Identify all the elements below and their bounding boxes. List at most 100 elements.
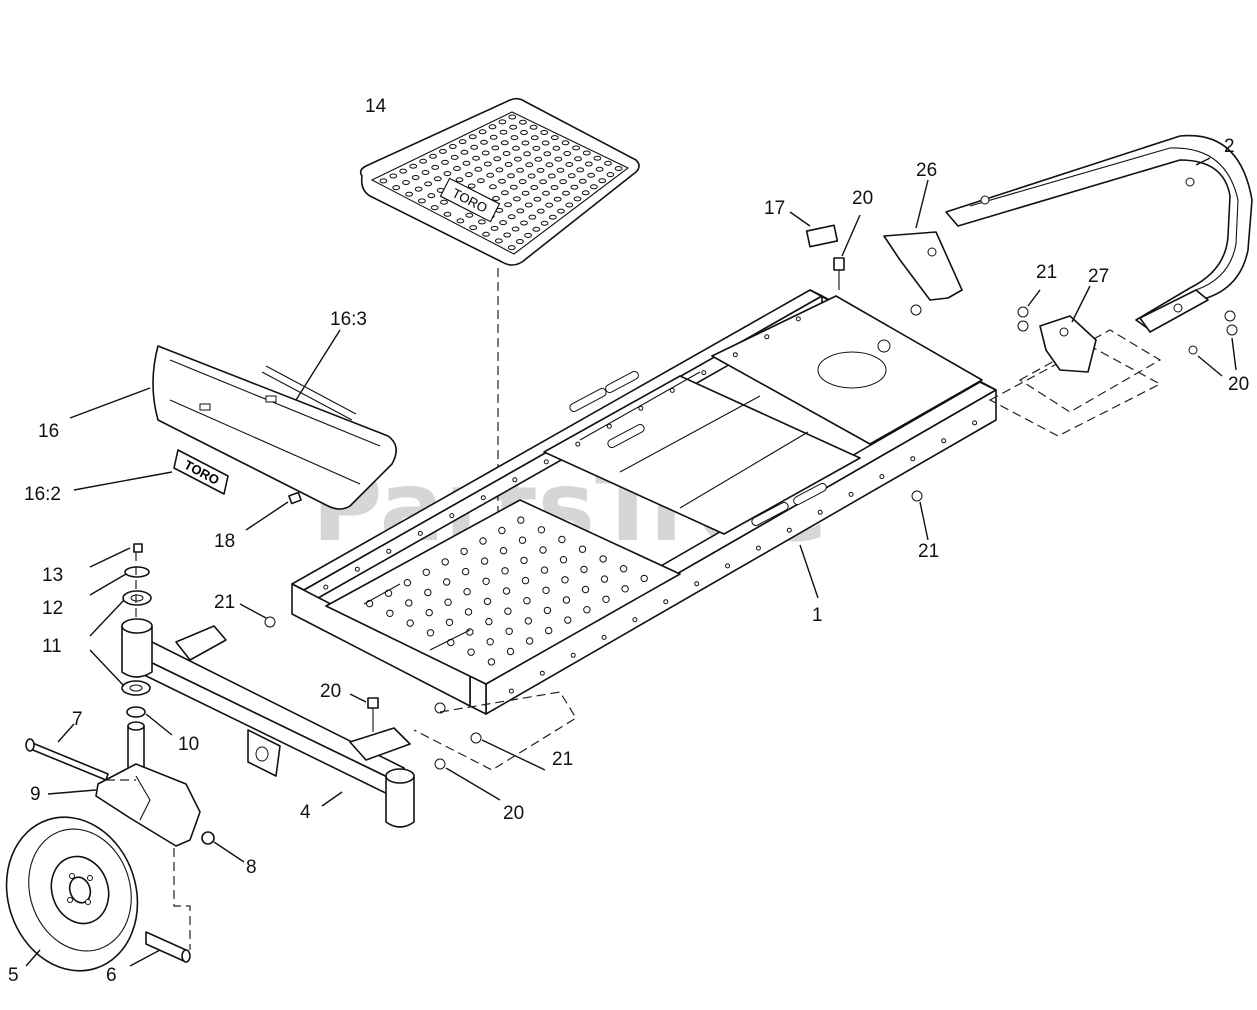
mat-tread-cell [494, 238, 503, 244]
rail-hole [701, 370, 707, 376]
callout-5: 5 [8, 965, 19, 986]
mat-tread-cell [550, 185, 559, 190]
rail-hole [764, 334, 770, 340]
callout-21: 21 [1036, 262, 1057, 283]
mat-tread-cell [606, 172, 615, 178]
rail-hole [725, 563, 731, 569]
mat-tread-cell [501, 190, 509, 196]
floor-plate-hole [460, 547, 468, 556]
mat-tread-cell [439, 148, 447, 154]
floor-plate-hole [498, 526, 506, 535]
floor-plate-hole [600, 575, 609, 583]
leader-21b [919, 501, 929, 541]
rail-hole [786, 527, 792, 533]
mat-tread-cell [418, 198, 426, 204]
mat-tread-cell [553, 196, 562, 202]
mat-tread-cell [458, 139, 467, 145]
mat-tread-cell [552, 145, 561, 151]
mat-tread-cell [581, 190, 590, 196]
leader-20d [445, 767, 501, 801]
callout-16: 16 [38, 421, 59, 442]
callout-8: 8 [246, 857, 257, 878]
leader-5 [25, 949, 41, 967]
mat-tread-cell [411, 175, 420, 180]
mat-tread-cell [541, 140, 550, 146]
floor-plate-hole [558, 535, 566, 544]
callout-16-3: 16:3 [330, 309, 367, 330]
leader-8 [213, 841, 245, 863]
leader-4 [321, 791, 343, 807]
caster-hardware [121, 543, 152, 718]
mat-tread-cell [495, 167, 504, 173]
mat-tread-cell [520, 220, 528, 226]
mat-tread-cell [392, 185, 401, 191]
mat-tread-cell [532, 145, 541, 151]
rail-hole [972, 420, 978, 426]
floor-plate-hole [485, 617, 493, 626]
mat-tread-cell [414, 186, 423, 192]
mat-tread-cell [567, 173, 576, 179]
mat-tread-cell [443, 171, 452, 177]
rail-hole [755, 545, 761, 551]
mat-tread-cell [482, 231, 490, 237]
mat-tread-cell [593, 155, 602, 161]
floor-plate-hole [482, 577, 490, 585]
callout-17: 17 [764, 198, 785, 219]
mat-tread-cell [491, 145, 500, 151]
rail-hole [732, 352, 738, 358]
mat-tread-cell [590, 184, 598, 190]
rollbar-mount-guide [1018, 329, 1162, 413]
rail-hole [575, 441, 581, 447]
callout-20: 20 [1228, 374, 1249, 395]
bracket-26 [883, 231, 963, 316]
leader-20a [841, 214, 861, 257]
leader-21a [1027, 289, 1041, 307]
leader-11 [89, 599, 125, 637]
floor-plate-hole [467, 648, 475, 656]
callout-21: 21 [214, 592, 235, 613]
leader-6 [129, 949, 161, 967]
mat-tread-cell [582, 150, 591, 156]
axle-mount-guide [413, 691, 577, 771]
floor-plate-hole [640, 574, 648, 583]
mat-tread-cell [499, 129, 508, 135]
mat-tread-cell [478, 129, 487, 135]
floor-plate-hole [501, 567, 509, 575]
floor-plate-hole [583, 606, 591, 614]
spacer-guide [173, 848, 191, 950]
callout-2: 2 [1224, 136, 1235, 157]
decal-17 [805, 224, 839, 248]
rail-hole [910, 456, 916, 462]
callout-12: 12 [42, 598, 63, 619]
mat-tread-cell [578, 178, 587, 184]
mat-tread-cell [604, 160, 612, 166]
floor-plate-hole [543, 606, 552, 615]
mat-tread-cell [481, 150, 490, 156]
mat-tread-cell [430, 205, 439, 211]
mat-tread-cell [565, 202, 574, 208]
callout-16-2: 16:2 [24, 484, 61, 505]
caster-fork-9 [95, 721, 201, 847]
leader-9 [47, 789, 97, 795]
floor-plate-hole [386, 609, 394, 617]
mat-tread-cell [489, 134, 498, 140]
mat-tread-cell [565, 162, 574, 167]
mat-tread-cell [462, 160, 471, 166]
axle-bolts [264, 616, 482, 770]
mat-tread-cell [521, 190, 530, 196]
caster-axle-4 [121, 618, 415, 828]
mat-tread-cell [480, 139, 488, 145]
rail-hole [941, 438, 947, 444]
shield-16 [152, 345, 397, 510]
floor-plate-hole [545, 626, 553, 635]
mat-tread-cell [499, 220, 508, 226]
mat-tread-cell [536, 167, 545, 173]
leader-18 [245, 501, 289, 531]
floor-plate-hole [504, 607, 512, 615]
mat-tread-cell [540, 130, 549, 135]
rail-hole [601, 634, 607, 640]
rail-hole [817, 509, 823, 515]
mat-tread-cell [573, 196, 582, 202]
floor-plate-hole [621, 585, 629, 593]
mat-tread-cell [478, 219, 486, 225]
